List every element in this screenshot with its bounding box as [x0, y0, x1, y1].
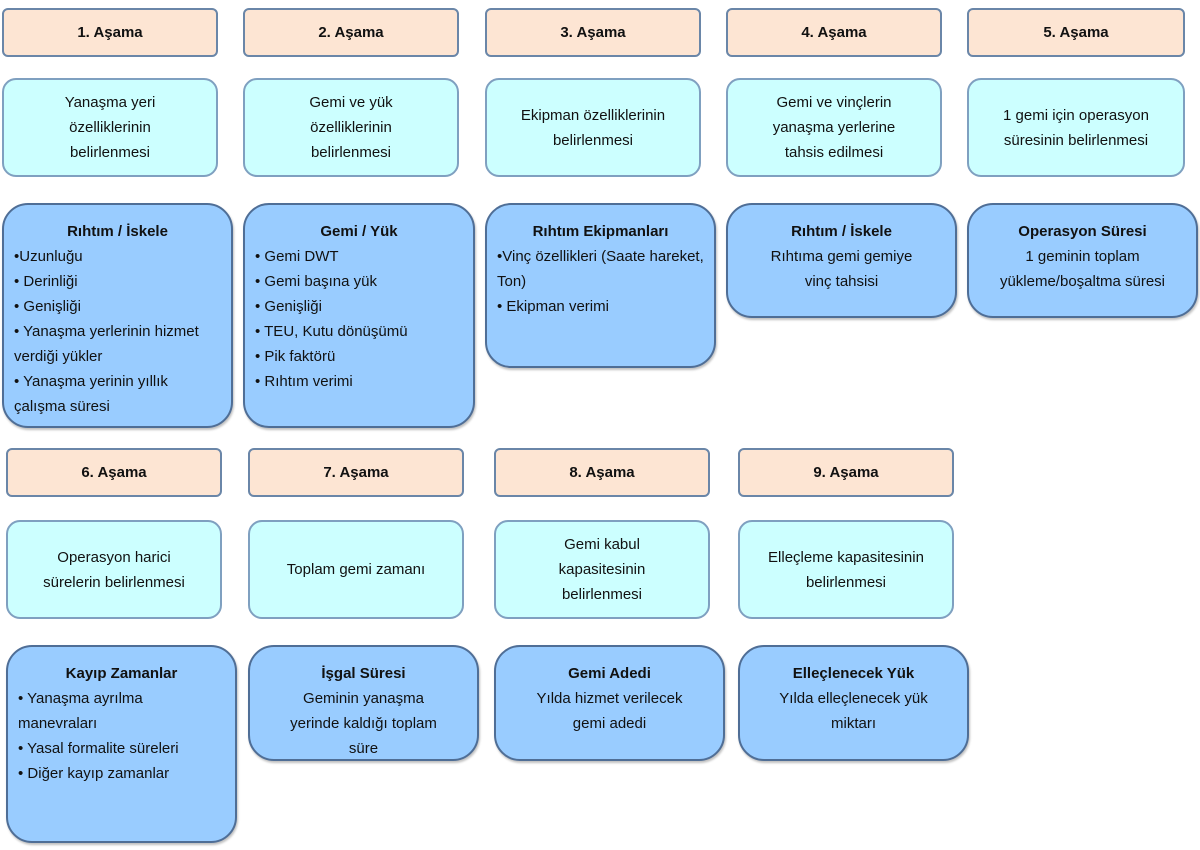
stage-4-header: 4. Aşama [726, 8, 942, 57]
stage-7-task: Toplam gemi zamanı [248, 520, 464, 619]
list-item: • Gemi başına yük [255, 273, 377, 290]
stage-3-task: Ekipman özelliklerinin belirlenmesi [485, 78, 701, 177]
stage-1-detail: Rıhtım / İskele •Uzunluğu • Derinliği • Gen… [2, 203, 233, 428]
list-item: • Rıhtım verimi [255, 373, 353, 390]
stage-9-header: 9. Aşama [738, 448, 954, 497]
stage-3-task-text: Ekipman özelliklerinin belirlenmesi [520, 106, 666, 149]
stage-7-detail-title: İşgal Süresi [321, 665, 406, 682]
stage-2-task-text: Gemi ve yük özelliklerinin belirlenmesi [309, 94, 393, 161]
list-item: • Yanaşma yerinin yıllık çalışma süresi [14, 373, 168, 415]
stage-5-header: 5. Aşama [967, 8, 1185, 57]
stage-5-detail-title: Operasyon Süresi [1018, 223, 1147, 240]
stage-8-task-text: Gemi kabul kapasitesinin belirlenmesi [558, 536, 646, 603]
stage-6-detail-list: • Yanaşma ayrılma manevraları • Yasal for… [18, 686, 225, 786]
stage-2-detail: Gemi / Yük• Gemi DWT• Gemi başına yük• G… [243, 203, 475, 428]
stage-3-detail: Rıhtım Ekipmanları •Vinç özellikleri (Saa… [485, 203, 716, 368]
list-item: • Genişliği [14, 298, 81, 315]
list-item: • Yanaşma yerlerinin hizmet verdiği yükl… [14, 323, 199, 365]
list-item: • Ekipman verimi [497, 298, 609, 315]
stage-2-detail-list: • Gemi DWT • Gemi başına yük • Genişliği • … [255, 244, 463, 394]
list-item: •Vinç özellikleri (Saate hareket, Ton) [497, 248, 704, 290]
stage-1-detail-title: Rıhtım / İskele [67, 223, 168, 240]
stage-2-task: Gemi ve yük özelliklerinin belirlenmesi [243, 78, 459, 177]
stage-6-detail: Kayıp Zamanlar • Yanaşma ayrılma manevral… [6, 645, 237, 843]
stage-5-detail: Operasyon Süresi 1 geminin toplam yükleme… [967, 203, 1198, 318]
stage-4-task-text: Gemi ve vinçlerin yanaşma yerlerine tahs… [772, 94, 896, 161]
stage-1-task: Yanaşma yeri özelliklerinin belirlenmesi [2, 78, 218, 177]
stage-1-header: 1. Aşama [2, 8, 218, 57]
stage-7-header: 7. Aşama [248, 448, 464, 497]
stage-6-task: Operasyon harici sürelerin belirlenmesi [6, 520, 222, 619]
list-item: • Yasal formalite süreleri [18, 740, 179, 757]
stage-8-task: Gemi kabul kapasitesinin belirlenmesi [494, 520, 710, 619]
stage-7-task-text: Toplam gemi zamanı [286, 561, 426, 578]
stage-6-task-text: Operasyon harici sürelerin belirlenmesi [43, 548, 185, 591]
stage-8-header: 8. Aşama [494, 448, 710, 497]
stage-2-detail-title: Gemi / Yük [320, 223, 398, 240]
stage-9-task: Elleçleme kapasitesinin belirlenmesi [738, 520, 954, 619]
stage-6-header: 6. Aşama [6, 448, 222, 497]
stage-8-detail-description: Yılda hizmet verilecek gemi adedi [536, 690, 683, 732]
stage-9-detail-description: Yılda elleçlenecek yük miktarı [779, 690, 928, 732]
stage-4-task: Gemi ve vinçlerin yanaşma yerlerine tahs… [726, 78, 942, 177]
stage-3-detail-title: Rıhtım Ekipmanları [532, 223, 669, 240]
stage-3-detail-list: •Vinç özellikleri (Saate hareket, Ton) • … [497, 244, 704, 319]
stage-9-task-text: Elleçleme kapasitesinin belirlenmesi [768, 548, 924, 591]
stage-3-header: 3. Aşama [485, 8, 701, 57]
stage-9-detail-title: Elleçlenecek Yük [792, 665, 915, 682]
stage-5-detail-description: 1 geminin toplam yükleme/boşaltma süresi [999, 248, 1166, 290]
stage-8-detail-title: Gemi Adedi [568, 665, 651, 682]
list-item: • Yanaşma ayrılma manevraları [18, 690, 143, 732]
list-item: • Gemi DWT [255, 248, 339, 265]
list-item: • Diğer kayıp zamanlar [18, 765, 170, 782]
list-item: • Genişliği [255, 298, 322, 315]
list-item: • Derinliği [14, 273, 78, 290]
stage-4-detail-title: Rıhtım / İskele [791, 223, 892, 240]
stage-2-header: 2. Aşama [243, 8, 459, 57]
stage-1-detail-list: •Uzunluğu • Derinliği • Genişliği • Yanaşma… [14, 244, 221, 419]
list-item: • TEU, Kutu dönüşümü [255, 323, 408, 340]
list-item: •Uzunluğu [14, 248, 83, 265]
stage-4-detail-description: Rıhtıma gemi gemiye vinç tahsisi [770, 248, 913, 290]
stage-5-task-text: 1 gemi için operasyon süresinin belirlen… [1003, 106, 1149, 149]
stage-5-task: 1 gemi için operasyon süresinin belirlen… [967, 78, 1185, 177]
stage-1-task-text: Yanaşma yeri özelliklerinin belirlenmesi [64, 94, 156, 161]
stage-7-detail-description: Geminin yanaşma yerinde kaldığı toplam s… [290, 690, 437, 757]
list-item: • Pik faktörü [255, 348, 336, 365]
stage-6-detail-title: Kayıp Zamanlar [65, 665, 178, 682]
